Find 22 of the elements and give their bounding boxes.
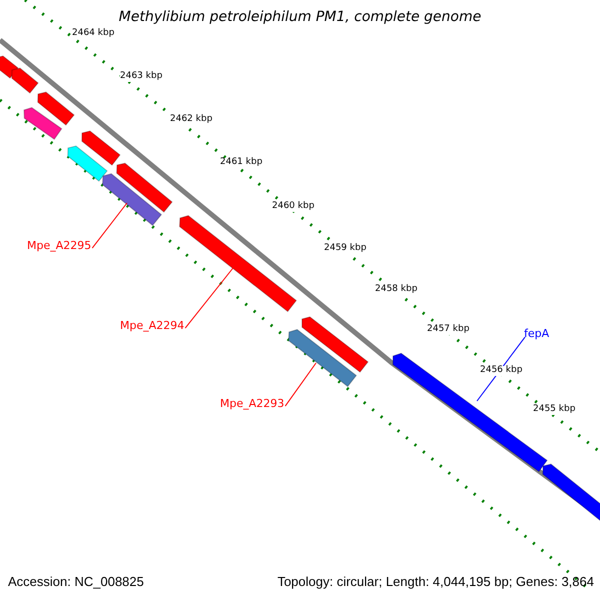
leader-line: [92, 202, 128, 249]
gene-label: Mpe_A2293: [220, 398, 284, 410]
gene-feature: [102, 173, 162, 226]
footer-text: Topology: circular; Length: 4,044,195 bp; Genes: 3,864: [277, 575, 594, 590]
scale-label: 2461 kbp: [220, 158, 262, 168]
scale-label: 2462 kbp: [170, 115, 212, 125]
title: Methylibium petroleiphilum PM1, complete genome: [118, 10, 482, 26]
footer-text: Accession: NC_008825: [8, 575, 144, 590]
scale-label: 2460 kbp: [272, 202, 314, 212]
gene-feature: [288, 328, 357, 388]
gene-label: fepA: [524, 328, 550, 340]
scale-label: 2458 kbp: [375, 285, 418, 295]
scale-label: 2463 kbp: [120, 72, 162, 82]
scale-label: 2455 kbp: [533, 405, 576, 415]
scale-label: 2457 kbp: [427, 325, 470, 335]
gene-label: Mpe_A2295: [27, 240, 92, 252]
gene-feature: [179, 215, 297, 312]
scale-label: 2459 kbp: [324, 244, 366, 254]
leader-line: [284, 362, 316, 407]
gene-label: Mpe_A2294: [120, 320, 184, 332]
scale-label: 2456 kbp: [480, 366, 522, 376]
scale-label: 2464 kbp: [72, 29, 114, 39]
